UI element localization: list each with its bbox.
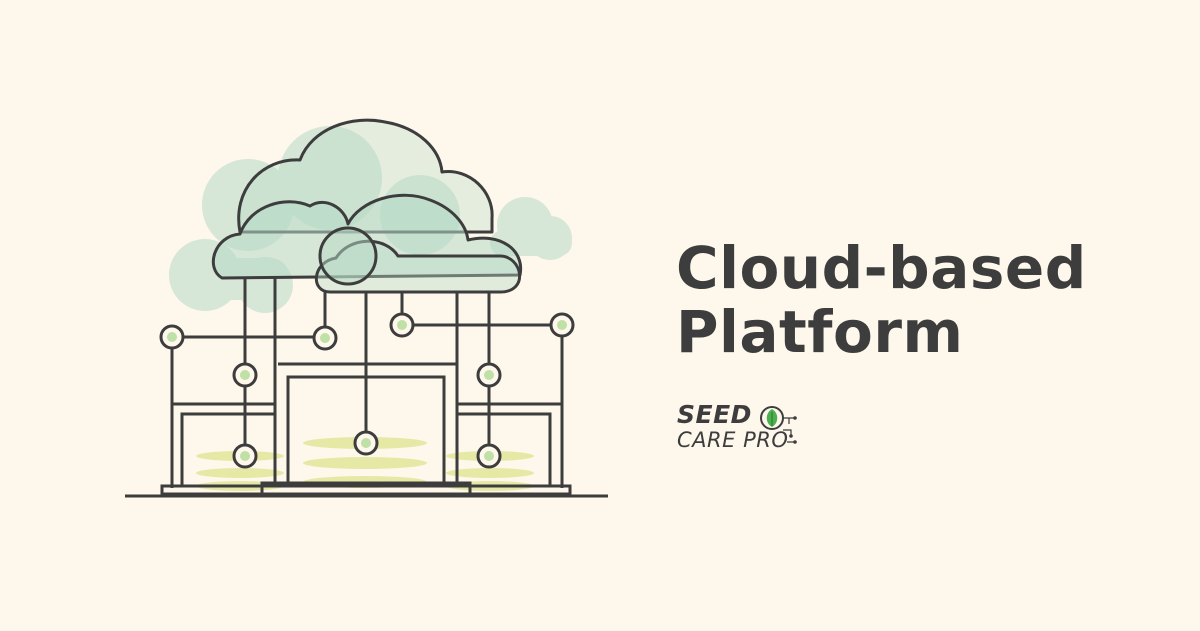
- node-centers: [167, 320, 567, 461]
- cloud-icon: [211, 118, 523, 294]
- page-title: Cloud-based Platform: [676, 236, 1176, 364]
- building-icon: [125, 362, 608, 498]
- logo-text-care-pro: CARE PRO: [677, 428, 789, 452]
- leaf-icon: [760, 406, 797, 444]
- headline-line-1: Cloud-based: [676, 234, 1087, 302]
- logo-text-seed: SEED: [677, 400, 752, 429]
- brand-logo: SEED CARE PRO: [677, 402, 827, 458]
- headline-line-2: Platform: [676, 298, 964, 366]
